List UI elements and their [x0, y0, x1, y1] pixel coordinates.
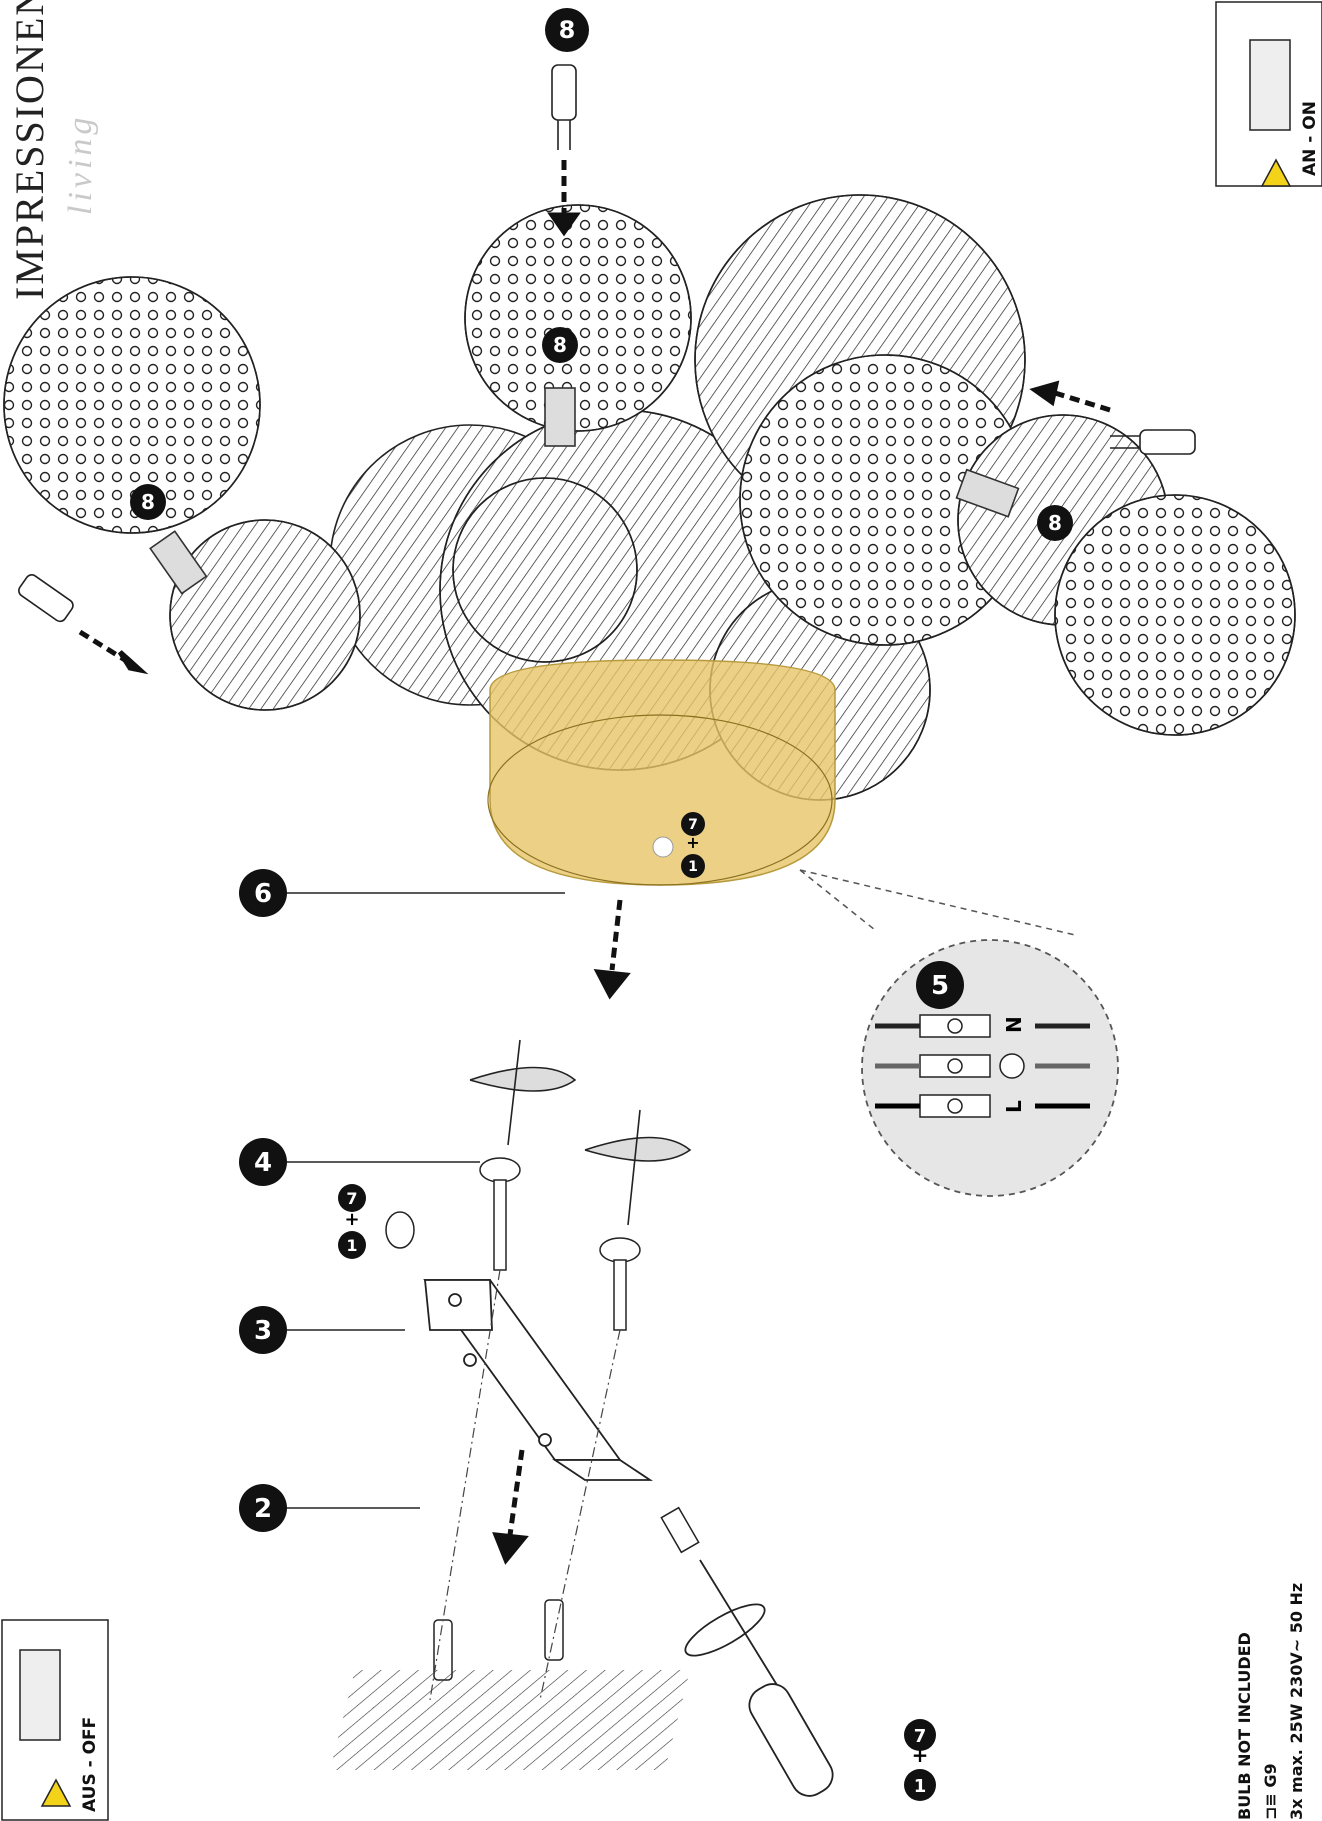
svg-text:7: 7 — [914, 1726, 927, 1747]
svg-text:1: 1 — [688, 859, 698, 875]
ceiling-canopy — [487, 659, 836, 886]
bulb-holders — [149, 387, 1020, 595]
ceiling-surface — [330, 1670, 690, 1770]
svg-text:8: 8 — [559, 16, 576, 44]
brand-logo: IMPRESSIONEN — [7, 0, 52, 300]
step-badge-8-holder-top: 8 — [542, 327, 578, 363]
svg-text:8: 8 — [553, 333, 567, 357]
step-badges: 8 8 8 8 5 6 4 3 2 1 + 7 1 + 7 1 + — [130, 8, 1073, 1801]
wall-plugs-and-screws — [385, 1157, 700, 1681]
step-badge-8-top: 8 — [545, 8, 589, 52]
svg-text:1: 1 — [914, 1776, 927, 1797]
svg-text:7: 7 — [346, 1189, 357, 1208]
step-badge-2: 2 — [239, 1484, 287, 1532]
dash-guides — [429, 1269, 621, 1701]
step-badge-8-left: 8 — [130, 484, 166, 520]
svg-text:8: 8 — [1048, 511, 1062, 535]
wiring-detail-inset: N L — [799, 869, 1119, 1197]
power-off-inset — [1, 1619, 109, 1821]
svg-text:7: 7 — [688, 817, 698, 833]
bulb-type: ⊐≡ G9 — [1261, 1763, 1280, 1820]
step-leader-lines — [285, 892, 565, 1509]
svg-text:+: + — [686, 833, 699, 852]
bulb-spec-block: BULB NOT INCLUDED ⊐≡ G9 3x max. 25W 230V… — [1232, 1583, 1310, 1820]
g9-bulbs — [18, 64, 1196, 623]
svg-text:8: 8 — [141, 490, 155, 514]
brand-tagline: living — [62, 113, 99, 215]
svg-text:4: 4 — [254, 1148, 272, 1178]
svg-text:3: 3 — [254, 1316, 272, 1346]
neutral-label: N — [1002, 1016, 1026, 1033]
svg-text:+: + — [344, 1209, 359, 1230]
power-on-inset — [1215, 1, 1322, 187]
svg-text:2: 2 — [254, 1494, 272, 1524]
step-badge-1-plus-7-canopy: 1 + 7 — [681, 812, 705, 878]
step-badge-6: 6 — [239, 869, 287, 917]
step-badge-1-plus-7-bottom: 1 + 7 — [904, 1719, 936, 1801]
bulb-not-included: BULB NOT INCLUDED — [1235, 1632, 1254, 1820]
live-label: L — [1002, 1100, 1026, 1113]
screwdriver-icon — [684, 1559, 834, 1797]
step-badge-8-right: 8 — [1037, 505, 1073, 541]
svg-text:5: 5 — [931, 971, 949, 1001]
bulb-rating: 3x max. 25W 230V~ 50 Hz — [1287, 1582, 1306, 1820]
bulb-icon: ⊐≡ — [1261, 1787, 1280, 1820]
power-off-label: AUS - OFF — [80, 1716, 100, 1812]
svg-text:1: 1 — [346, 1236, 357, 1255]
step-badge-4: 4 — [239, 1138, 287, 1186]
screwdriver-rotation-arrows — [469, 1039, 692, 1226]
step-badge-1-plus-7-screw: 1 + 7 — [338, 1184, 366, 1259]
power-on-label: AN - ON — [1300, 101, 1320, 176]
svg-text:6: 6 — [254, 879, 272, 909]
step-badge-5: 5 — [916, 961, 964, 1009]
direction-arrows — [78, 160, 1111, 1565]
mounting-bracket — [423, 1279, 653, 1481]
step-badge-3: 3 — [239, 1306, 287, 1354]
